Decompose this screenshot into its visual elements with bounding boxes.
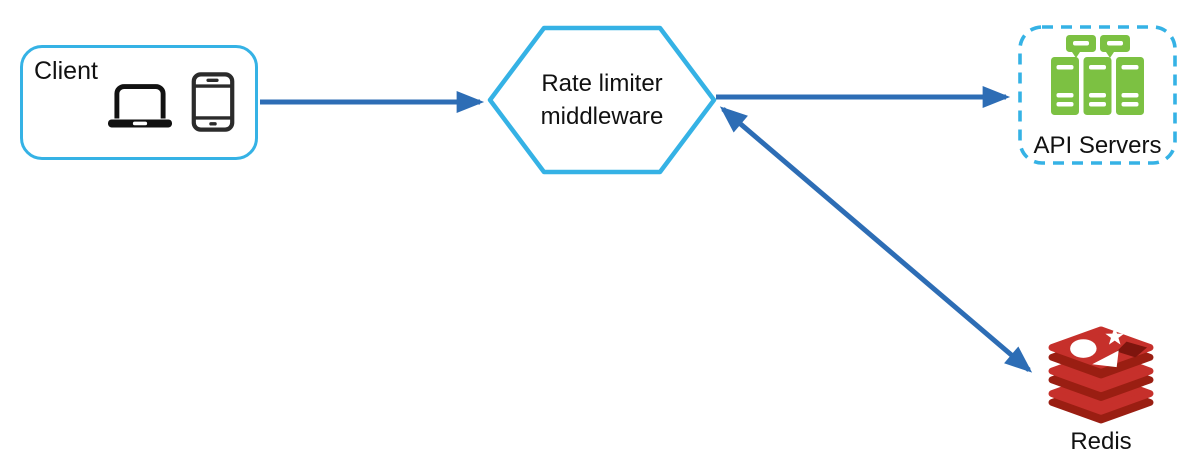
rate-limiter-node: Rate limiter middleware <box>485 23 719 177</box>
server-rack-icon <box>1051 35 1144 115</box>
redis-star-shape <box>1105 326 1125 345</box>
client-node: Client <box>20 45 258 160</box>
redis-circle-shape <box>1070 339 1097 358</box>
rate-limiter-label-line1: Rate limiter <box>541 70 663 97</box>
redis-pyramid-shape <box>1116 341 1148 358</box>
smartphone-icon <box>191 72 235 132</box>
arrow-rate-limiter-to-redis-two-way <box>719 106 1033 373</box>
client-label: Client <box>34 57 98 85</box>
rate-limiter-label: Rate limiter middleware <box>485 23 719 177</box>
redis-node: Redis <box>1040 324 1162 470</box>
redis-label: Redis <box>1070 428 1132 455</box>
hexagon-shape <box>487 25 717 175</box>
redis-stack-icon <box>1048 326 1154 424</box>
rate-limiter-label-line2: middleware <box>540 103 664 130</box>
api-servers-label: API Servers <box>1033 132 1162 159</box>
api-servers-node: API Servers <box>1018 25 1177 165</box>
dashed-border <box>1018 25 1177 165</box>
laptop-icon <box>108 84 172 128</box>
redis-triangle-shape <box>1092 350 1119 368</box>
